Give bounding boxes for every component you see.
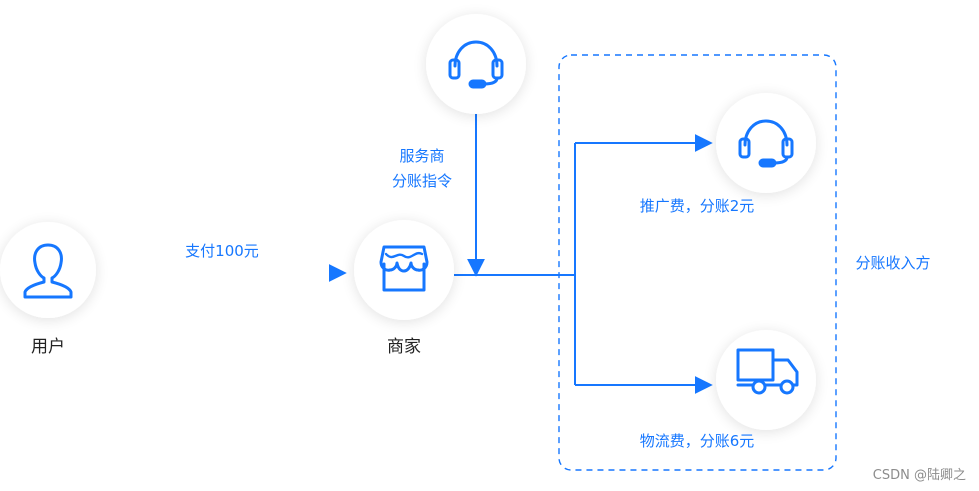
watermark: CSDN @陆卿之 — [873, 467, 966, 483]
recipients-group-label: 分账收入方 — [855, 254, 930, 272]
user-icon — [23, 243, 73, 299]
promoter-node — [716, 93, 816, 193]
merchant-label: 商家 — [387, 337, 421, 357]
headset-icon — [738, 119, 794, 168]
merchant-node: 商家 — [354, 220, 454, 357]
user-node: 用户 — [0, 222, 96, 357]
store-icon — [379, 245, 429, 292]
user-label: 用户 — [31, 337, 65, 357]
service-provider-node — [426, 14, 526, 114]
logistics-node — [716, 330, 816, 430]
headset-icon — [448, 40, 504, 89]
recipients-group-box — [558, 54, 837, 471]
logistics-fee-label: 物流费，分账6元 — [640, 432, 755, 450]
truck-icon — [736, 348, 799, 395]
promotion-fee-label: 推广费，分账2元 — [640, 197, 755, 215]
instruction-label-line2: 分账指令 — [392, 172, 452, 190]
instruction-label-line1: 服务商 — [399, 147, 444, 165]
payment-label: 支付100元 — [185, 242, 259, 260]
